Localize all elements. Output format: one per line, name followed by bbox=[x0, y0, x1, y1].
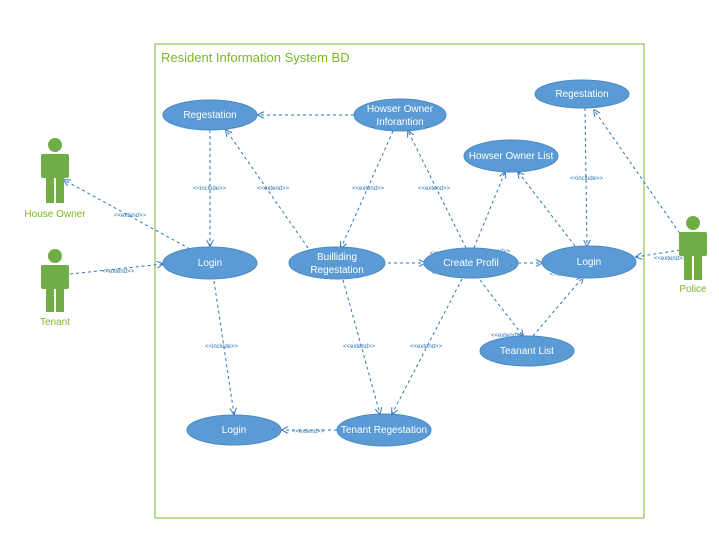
usecase-howser-owner-list[interactable]: Howser Owner List bbox=[463, 139, 559, 173]
label-extend: <<extend>> bbox=[102, 269, 135, 275]
usecase-login-left[interactable]: Login bbox=[162, 246, 258, 280]
usecase-label: Login bbox=[222, 425, 246, 436]
person-icon bbox=[41, 138, 69, 203]
edge-building-treg bbox=[342, 279, 380, 414]
usecase-label: Regestation bbox=[183, 110, 236, 121]
usecase-label-line2: Inforantion bbox=[376, 117, 423, 128]
person-icon bbox=[679, 216, 707, 280]
edge-police-reg2 bbox=[594, 110, 684, 239]
connector-labels: <<include>> <<extend>> <<extend>> <<exte… bbox=[102, 176, 687, 435]
edge-login2-holist bbox=[518, 172, 576, 247]
label-include: <<include>> bbox=[193, 186, 227, 192]
usecase-label-line1: Howser Owner bbox=[367, 104, 434, 115]
usecase-login-bottom[interactable]: Login bbox=[186, 414, 282, 446]
system-boundary bbox=[154, 43, 645, 519]
usecase-label: Teanant List bbox=[500, 346, 554, 357]
edge-tlist-login2 bbox=[532, 277, 583, 337]
actor-label: Police bbox=[679, 284, 707, 295]
usecase-regestation-police[interactable]: Regestation bbox=[534, 79, 630, 109]
edge-login1-login3 bbox=[213, 280, 234, 414]
use-cases: Regestation Howser Owner Inforantion Reg… bbox=[162, 79, 637, 447]
usecase-label: Tenant Regestation bbox=[341, 425, 427, 436]
usecase-label: Login bbox=[577, 257, 601, 268]
usecase-label: Howser Owner List bbox=[469, 151, 554, 162]
label-include: <<include>> bbox=[205, 344, 239, 350]
usecase-builliding-regestation[interactable]: Builliding Regestation bbox=[288, 246, 386, 280]
system-title: Resident Information System BD bbox=[161, 50, 350, 65]
usecase-tenant-regestation[interactable]: Tenant Regestation bbox=[336, 413, 432, 447]
edge-police-login2 bbox=[636, 249, 681, 257]
label-extend: <<extend>> bbox=[257, 186, 290, 192]
usecase-label: Regestation bbox=[555, 89, 608, 100]
usecase-login-right[interactable]: Login bbox=[541, 245, 637, 279]
usecase-create-profil[interactable]: Create Profil bbox=[423, 247, 519, 279]
edge-profile-treg bbox=[392, 278, 463, 414]
usecase-regestation[interactable]: Regestation bbox=[162, 99, 258, 131]
edge-tlist-profile bbox=[479, 279, 523, 336]
edge-profile-holist bbox=[473, 172, 505, 249]
usecase-label-line1: Builliding bbox=[317, 252, 357, 263]
edge-profile-hoinfo bbox=[408, 131, 467, 249]
actor-label: Tenant bbox=[40, 317, 70, 328]
usecase-howser-owner-inforantion[interactable]: Howser Owner Inforantion bbox=[353, 98, 447, 132]
label-extend: <<extend>> bbox=[114, 213, 147, 219]
actor-police[interactable]: Police bbox=[679, 216, 707, 295]
edge-login2-reg2 bbox=[585, 107, 587, 246]
usecase-teanant-list[interactable]: Teanant List bbox=[479, 335, 575, 367]
label-extend: <<extend>> bbox=[343, 344, 376, 350]
usecase-label-line2: Regestation bbox=[310, 265, 363, 276]
usecase-label: Login bbox=[198, 258, 222, 269]
actor-house-owner[interactable]: House Owner bbox=[24, 138, 86, 220]
usecase-label: Create Profil bbox=[443, 258, 499, 269]
actor-tenant[interactable]: Tenant bbox=[40, 249, 70, 328]
label-include: <<include>> bbox=[570, 176, 604, 182]
label-extend: <<extend>> bbox=[491, 333, 524, 339]
label-extend: <<extend>> bbox=[654, 256, 687, 262]
label-extend: <<extend>> bbox=[352, 186, 385, 192]
person-icon bbox=[41, 249, 69, 312]
label-extend: <<extend>> bbox=[410, 344, 443, 350]
connectors bbox=[64, 107, 684, 430]
label-extend: <<extend>> bbox=[418, 186, 451, 192]
label-extend: <<extend>> bbox=[292, 429, 325, 435]
actor-label: House Owner bbox=[24, 209, 86, 220]
